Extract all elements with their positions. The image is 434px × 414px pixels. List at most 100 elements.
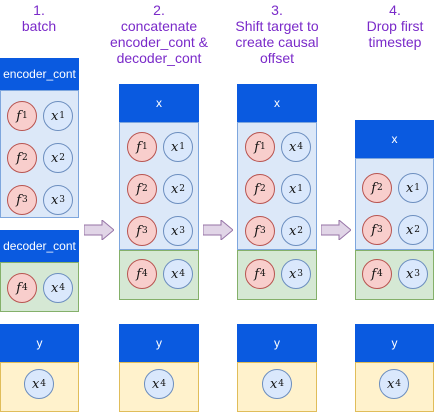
circle-subscript: 1 xyxy=(260,142,266,152)
circle-symbol: x xyxy=(31,376,40,392)
circle-subscript: 4 xyxy=(260,269,266,279)
circle-subscript: 3 xyxy=(179,226,186,236)
step-number: 3. xyxy=(271,2,283,18)
circle-subscript: 3 xyxy=(22,195,28,205)
circle-subscript: 3 xyxy=(142,226,148,236)
circle-symbol: f xyxy=(136,139,142,155)
step-label: concatenate encoder_cont & decoder_cont xyxy=(109,18,209,66)
circle-subscript: 4 xyxy=(59,283,66,293)
circle-symbol: f xyxy=(136,266,142,282)
circle-subscript: 4 xyxy=(278,379,285,389)
circle-subscript: 2 xyxy=(179,184,186,194)
circle-subscript: 2 xyxy=(22,153,28,163)
right-arrow-icon xyxy=(321,220,351,240)
step-4-title: 4. Drop first timestep xyxy=(355,2,434,50)
step-number: 1. xyxy=(33,2,45,18)
circle-symbol: f xyxy=(254,223,260,239)
encoder-cont-header: encoder_cont xyxy=(0,58,79,90)
circle-subscript: 4 xyxy=(179,269,186,279)
circle-symbol: x xyxy=(405,180,414,196)
step-label: Shift target to create causal offset xyxy=(235,18,319,66)
y-header: y xyxy=(237,324,317,362)
step-number: 4. xyxy=(389,2,401,18)
step-2-title: 2. concatenate encoder_cont & decoder_co… xyxy=(106,2,212,66)
circle-subscript: 4 xyxy=(395,379,402,389)
circle-subscript: 1 xyxy=(414,183,421,193)
circle-symbol: f xyxy=(16,108,22,124)
circle-subscript: 3 xyxy=(260,226,266,236)
step-1-title: 1. batch xyxy=(0,2,78,34)
circle-symbol: f xyxy=(16,150,22,166)
circle-subscript: 3 xyxy=(414,269,421,279)
x-header: x xyxy=(119,84,199,122)
circle-symbol: x xyxy=(288,223,297,239)
circle-subscript: 4 xyxy=(160,379,167,389)
x-header: x xyxy=(355,120,434,158)
circle-symbol: f xyxy=(371,266,377,282)
circle-symbol: x xyxy=(50,280,59,296)
circle-symbol: x xyxy=(405,266,414,282)
circle-symbol: x xyxy=(151,376,160,392)
circle-symbol: f xyxy=(371,222,377,238)
step-label: batch xyxy=(21,18,57,34)
circle-subscript: 2 xyxy=(260,184,266,194)
step-3-title: 3. Shift target to create causal offset xyxy=(232,2,322,66)
y-header: y xyxy=(119,324,199,362)
circle-symbol: f xyxy=(136,181,142,197)
circle-subscript: 4 xyxy=(40,379,47,389)
right-arrow-icon xyxy=(203,220,233,240)
circle-symbol: f xyxy=(254,181,260,197)
circle-symbol: x xyxy=(405,222,414,238)
circle-subscript: 3 xyxy=(297,269,304,279)
circle-subscript: 2 xyxy=(142,184,148,194)
circle-symbol: x xyxy=(170,266,179,282)
circle-subscript: 2 xyxy=(297,226,304,236)
x-header: x xyxy=(237,84,317,122)
circle-symbol: f xyxy=(136,223,142,239)
circle-symbol: x xyxy=(50,150,59,166)
circle-symbol: x xyxy=(170,223,179,239)
circle-subscript: 2 xyxy=(59,153,66,163)
circle-symbol: f xyxy=(371,180,377,196)
circle-symbol: x xyxy=(50,192,59,208)
circle-subscript: 2 xyxy=(377,183,383,193)
circle-symbol: x xyxy=(50,108,59,124)
circle-subscript: 1 xyxy=(142,142,148,152)
circle-subscript: 1 xyxy=(179,142,186,152)
circle-symbol: f xyxy=(254,139,260,155)
right-arrow-icon xyxy=(84,220,114,240)
circle-symbol: f xyxy=(16,280,22,296)
circle-symbol: x xyxy=(170,181,179,197)
circle-subscript: 4 xyxy=(142,269,148,279)
